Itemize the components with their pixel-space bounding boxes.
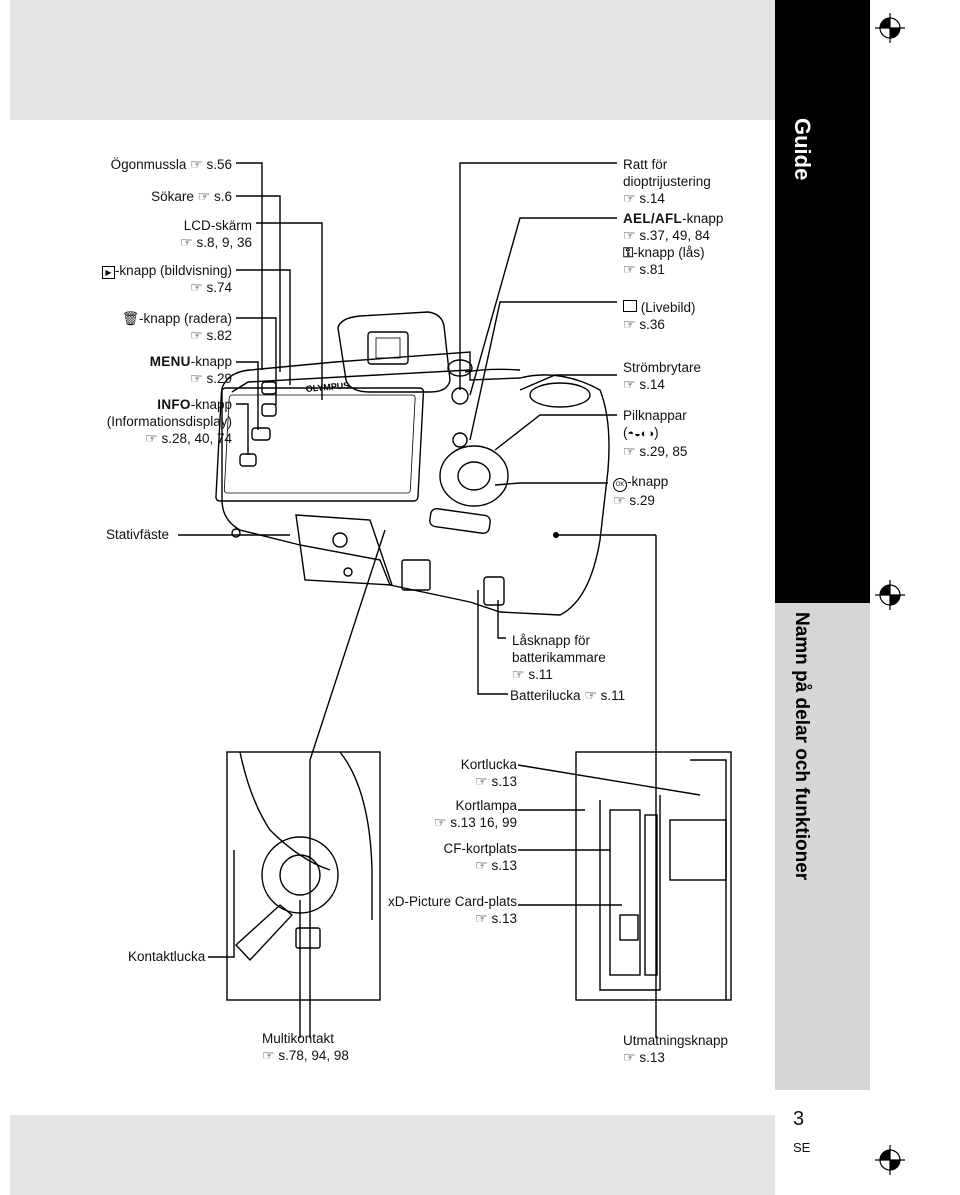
lcd-screen-shape [215, 387, 425, 502]
label-ael-afl: AEL/AFL-knapp ☞ s.37, 49, 84 ⚿-knapp (lå… [623, 211, 724, 277]
pointing-hand-icon: ☞ [623, 443, 636, 459]
label-lasknapp: Låsknapp för batterikammare ☞ s.11 [512, 633, 606, 682]
page-number-box [775, 1090, 870, 1194]
label-lcd: LCD-skärm ☞ s.8, 9, 36 [180, 218, 252, 250]
pointing-hand-icon: ☞ [475, 910, 488, 926]
key-icon: ⚿ [623, 245, 634, 260]
label-batterilucka: Batterilucka ☞ s.11 [510, 687, 626, 703]
arrow-keys-icon: ◓◒◐◑ [627, 428, 655, 440]
label-xd-plats: xD-Picture Card-plats ☞ s.13 [387, 894, 517, 926]
page-language: SE [793, 1140, 811, 1155]
pointing-hand-icon: ☞ [623, 316, 636, 332]
pointing-hand-icon: ☞ [433, 814, 447, 830]
label-stativfaste: Stativfäste [106, 527, 170, 542]
pointing-hand-icon: ☞ [584, 687, 597, 703]
pointing-hand-icon: ☞ [145, 430, 158, 446]
pointing-hand-icon: ☞ [623, 227, 636, 243]
pointing-hand-icon: ☞ [512, 666, 525, 682]
header-band [10, 0, 775, 120]
label-strombrytare: Strömbrytare ☞ s.14 [623, 360, 702, 392]
label-erase-button: 🗑-knapp (radera) ☞ s.82 [121, 311, 232, 343]
page-number: 3 [793, 1108, 805, 1130]
pointing-hand-icon: ☞ [475, 857, 488, 873]
label-cf-kortplats: CF-kortplats ☞ s.13 [443, 841, 517, 873]
detail-box-connector [226, 751, 381, 1001]
label-kortlucka: Kortlucka ☞ s.13 [460, 757, 517, 789]
pointing-hand-icon: ☞ [623, 261, 636, 277]
label-menu-button: MENU-knapp ☞ s.29 [149, 354, 232, 386]
ok-icon: OK [613, 478, 627, 492]
label-info-button: INFO-knapp (Informationsdisplay) ☞ s.28,… [106, 397, 232, 446]
side-tab-section [775, 603, 870, 1118]
pointing-hand-icon: ☞ [623, 376, 636, 392]
footer-band [10, 1115, 775, 1195]
arrow-pad-shape [439, 445, 509, 507]
pointing-hand-icon: ☞ [190, 327, 203, 343]
pointing-hand-icon: ☞ [623, 190, 636, 206]
live-view-icon [623, 300, 637, 312]
pointing-hand-icon: ☞ [613, 492, 626, 508]
label-play-button: ▶-knapp (bildvisning) ☞ s.74 [101, 262, 232, 296]
label-livebild: (Livebild) ☞ s.36 [623, 300, 696, 332]
play-icon: ▶ [101, 266, 115, 279]
label-ok-button: OK-knapp ☞ s.29 [613, 474, 669, 508]
tripod-plate-shape [295, 514, 393, 586]
pointing-hand-icon: ☞ [197, 188, 211, 204]
pointing-hand-icon: ☞ [475, 773, 488, 789]
pointing-hand-icon: ☞ [180, 234, 193, 250]
label-pilknappar: Pilknappar (◓◒◐◑) ☞ s.29, 85 [623, 408, 688, 459]
eyecup-shape [337, 311, 451, 393]
pointing-hand-icon: ☞ [623, 1049, 636, 1065]
trash-icon: 🗑 [121, 311, 139, 326]
label-sokare: Sökare ☞ s.6 [151, 188, 232, 204]
camera-brand: OLYMPUS [305, 380, 349, 394]
pointing-hand-icon: ☞ [190, 279, 203, 295]
pointing-hand-icon: ☞ [190, 156, 203, 172]
label-multikontakt: Multikontakt ☞ s.78, 94, 98 [262, 1031, 349, 1063]
label-dioptri: Ratt för dioptrijustering ☞ s.14 [623, 157, 711, 206]
detail-box-card-slot [575, 751, 732, 1001]
pointing-hand-icon: ☞ [190, 370, 203, 386]
label-ogonmussla: Ögonmussla ☞ s.56 [110, 156, 232, 172]
side-tab-guide [775, 0, 870, 603]
pointing-hand-icon: ☞ [262, 1047, 275, 1063]
label-utmatningsknapp: Utmatningsknapp ☞ s.13 [623, 1033, 729, 1065]
label-kortlampa: Kortlampa ☞ s.13 16, 99 [433, 798, 517, 830]
label-kontaktlucka: Kontaktlucka [128, 949, 206, 964]
